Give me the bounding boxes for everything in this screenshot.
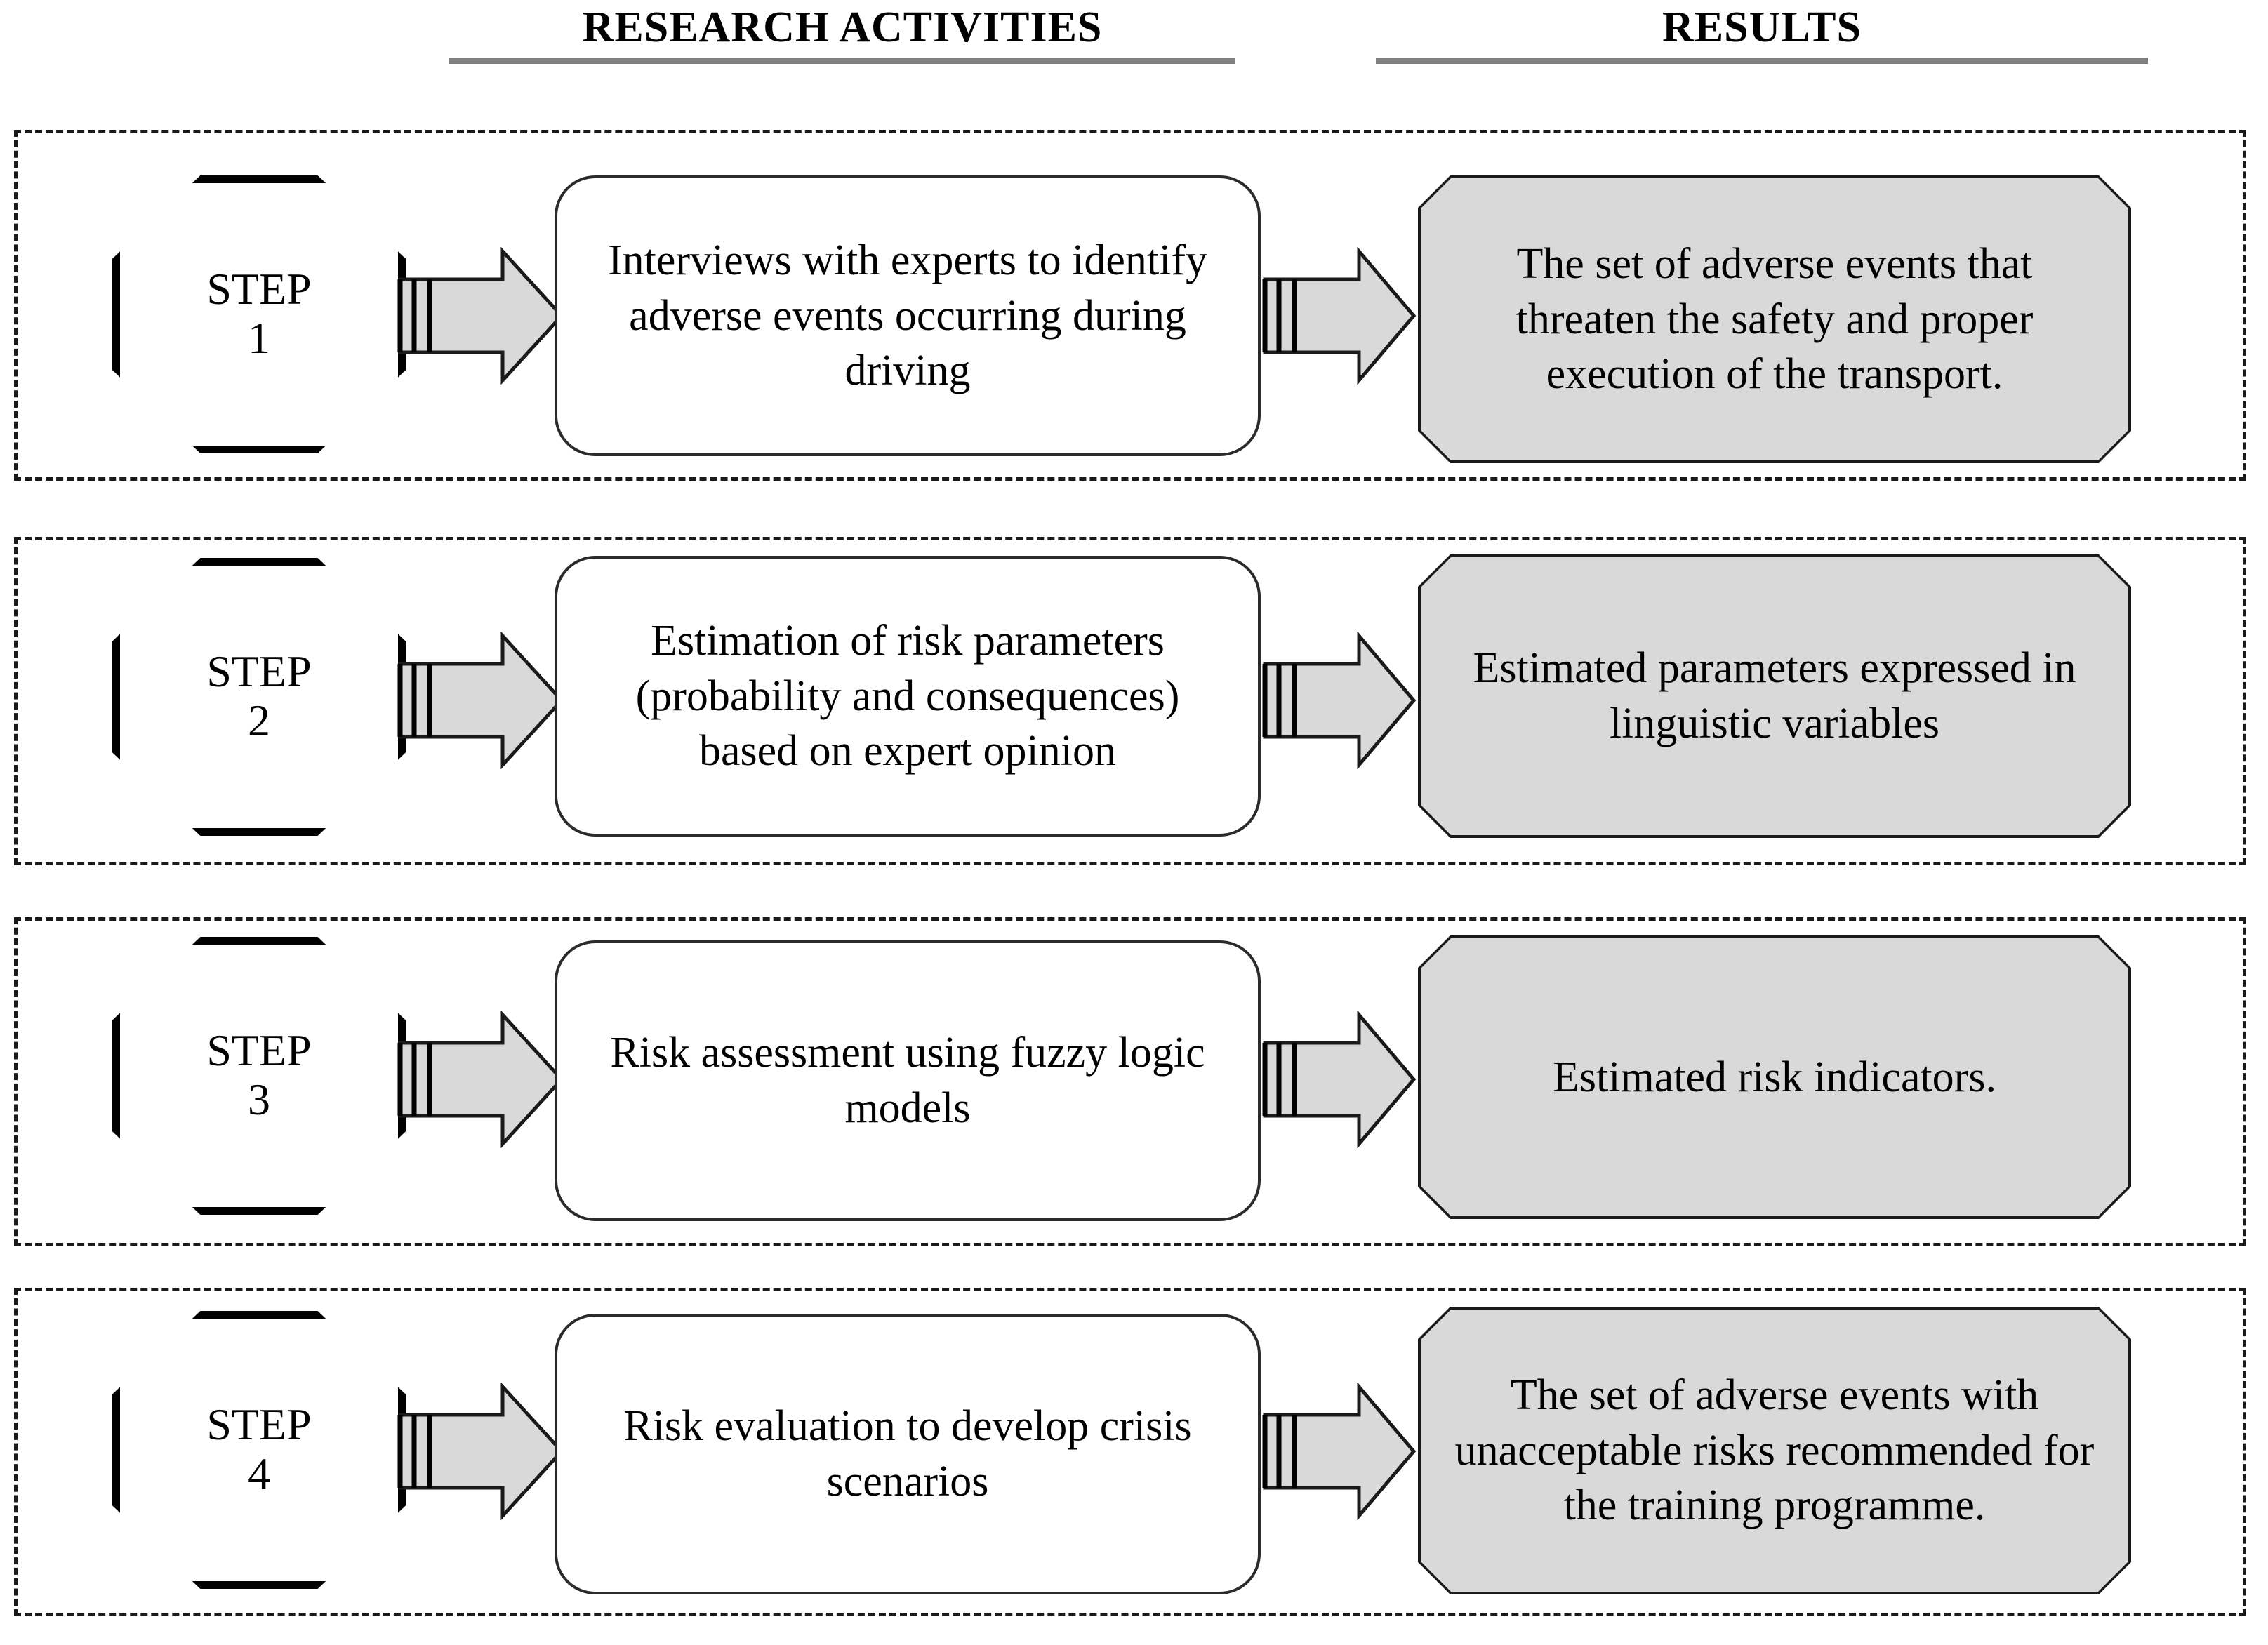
activity-box-2: Estimation of risk parameters (probabili… (555, 556, 1261, 837)
step-badge-4-label: STEP (206, 1399, 312, 1449)
arrow-step-to-activity-3 (390, 1011, 566, 1148)
result-shape-3: Estimated risk indicators. (1418, 935, 2131, 1219)
activity-text-1: Interviews with experts to identify adve… (607, 236, 1207, 395)
arrow-activity-to-result-4 (1255, 1383, 1418, 1520)
step-badge-4-number: 4 (248, 1448, 270, 1498)
header-underline-rule (1376, 58, 2148, 64)
result-shape-2-face: Estimated parameters expressed in lingui… (1421, 557, 2128, 835)
result-shape-4: The set of adverse events with unaccepta… (1418, 1307, 2131, 1594)
arrow-activity-to-result-3 (1255, 1011, 1418, 1148)
activity-text-2: Estimation of risk parameters (probabili… (635, 616, 1180, 775)
step-badge-2-label: STEP (206, 646, 312, 696)
arrow-step-to-activity-4 (390, 1383, 566, 1520)
column-header-results-label: RESULTS (1662, 4, 1862, 51)
result-shape-1-face: The set of adverse events that threaten … (1421, 178, 2128, 460)
activity-box-4: Risk evaluation to develop crisis scenar… (555, 1314, 1261, 1594)
step-row-1 (14, 130, 2246, 481)
step-badge-2: STEP 2 (112, 558, 406, 836)
step-badge-3-number: 3 (248, 1074, 270, 1124)
arrow-step-to-activity-2 (390, 632, 566, 769)
activity-box-3: Risk assessment using fuzzy logic models (555, 940, 1261, 1221)
step-badge-1: STEP 1 (112, 175, 406, 453)
step-badge-1-number: 1 (248, 312, 270, 363)
result-text-3: Estimated risk indicators. (1553, 1053, 1996, 1101)
result-shape-1: The set of adverse events that threaten … (1418, 175, 2131, 463)
step-badge-4: STEP 4 (112, 1311, 406, 1589)
activity-box-1: Interviews with experts to identify adve… (555, 175, 1261, 456)
step-row-4 (14, 1288, 2246, 1616)
activity-text-4: Risk evaluation to develop crisis scenar… (623, 1402, 1192, 1505)
column-header-results: RESULTS (1376, 6, 2148, 64)
step-badge-3-label: STEP (206, 1025, 312, 1075)
step-row-2 (14, 537, 2246, 865)
column-header-research-activities: RESEARCH ACTIVITIES (449, 6, 1235, 64)
step-badge-3: STEP 3 (112, 937, 406, 1215)
step-row-3 (14, 917, 2246, 1246)
column-header-research-activities-label: RESEARCH ACTIVITIES (582, 4, 1103, 51)
step-badge-2-number: 2 (248, 695, 270, 745)
result-text-4: The set of adverse events with unaccepta… (1454, 1371, 2095, 1530)
result-shape-2: Estimated parameters expressed in lingui… (1418, 554, 2131, 838)
arrow-step-to-activity-1 (390, 247, 566, 385)
arrow-activity-to-result-1 (1255, 247, 1418, 385)
result-shape-4-face: The set of adverse events with unaccepta… (1421, 1310, 2128, 1592)
arrow-activity-to-result-2 (1255, 632, 1418, 769)
activity-text-3: Risk assessment using fuzzy logic models (610, 1029, 1205, 1132)
result-shape-3-face: Estimated risk indicators. (1421, 938, 2128, 1216)
header-underline-rule (449, 58, 1235, 64)
step-badge-1-label: STEP (206, 263, 312, 314)
result-text-1: The set of adverse events that threaten … (1516, 239, 2034, 399)
result-text-2: Estimated parameters expressed in lingui… (1473, 644, 2076, 747)
